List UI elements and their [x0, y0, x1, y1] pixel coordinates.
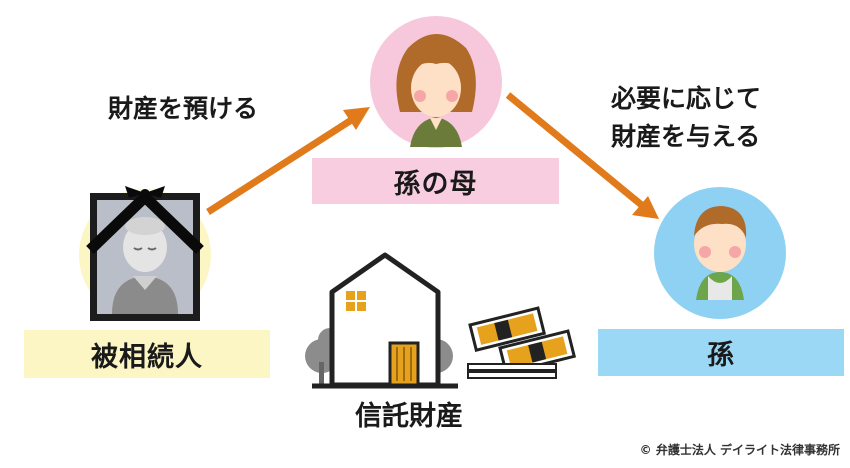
decedent-portrait [79, 186, 211, 321]
give-caption: 必要に応じて 財産を与える [611, 80, 761, 156]
grandchild-portrait [654, 187, 786, 319]
trust-property-label: 信託財産 [355, 401, 463, 432]
mother-portrait [370, 16, 502, 148]
arrow-entrust [206, 107, 370, 215]
decedent-label: 被相続人 [91, 341, 203, 373]
mother-label-box: 孫の母 [312, 158, 559, 204]
entrust-caption: 財産を預ける [108, 94, 259, 123]
money-stack-icon [467, 306, 577, 379]
give-caption-line2: 財産を与える [611, 122, 761, 151]
arrow-give [505, 92, 659, 219]
house-icon [305, 252, 458, 389]
copyright-text: © 弁護士法人 デイライト法律事務所 [639, 443, 840, 457]
grandchild-label: 孫 [707, 340, 735, 371]
give-caption-line1: 必要に応じて [611, 84, 762, 113]
mother-label: 孫の母 [393, 168, 478, 200]
grandchild-label-box: 孫 [598, 329, 844, 376]
decedent-label-box: 被相続人 [24, 330, 270, 378]
